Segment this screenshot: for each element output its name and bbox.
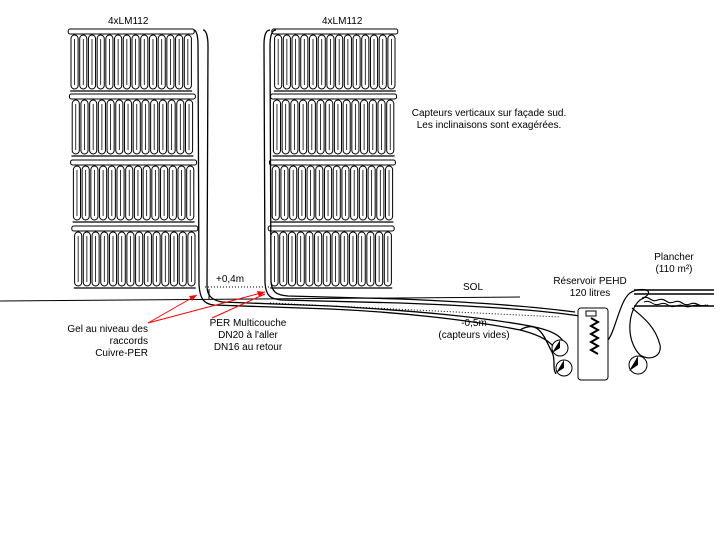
reservoir-label-line-1: Réservoir PEHD: [553, 276, 627, 287]
reservoir-tank: [577, 307, 609, 381]
pump-3: [628, 355, 648, 375]
collector-panel-right-2: [270, 93, 398, 157]
heated-floor-slab: [634, 289, 714, 308]
collector-panel-right-4: [267, 225, 395, 289]
supply-pipe-right: [263, 29, 581, 317]
collector-panel-left-3: [70, 159, 198, 223]
pump-1: [551, 339, 569, 357]
floor-label-line-2: (110 m²): [655, 264, 693, 275]
pipe-label-line-1: PER Multicouche: [209, 318, 287, 329]
reservoir-label: Réservoir PEHD 120 litres: [542, 276, 638, 300]
collector-panel-left-4: [71, 225, 199, 289]
floor-label: Plancher (110 m²): [646, 252, 702, 276]
pump-2: [555, 359, 573, 377]
collector-panel-left-1: [67, 28, 195, 92]
collector-array-left: [67, 28, 199, 289]
array-right-label: 4xLM112: [322, 16, 363, 27]
floor-circuit-pipe: [607, 288, 661, 359]
height-offset-label: +0,4m: [216, 274, 245, 285]
collector-note: Capteurs verticaux sur façade sud. Les i…: [406, 108, 572, 132]
ground-line: [0, 296, 521, 302]
return-pipe-right: [269, 29, 576, 313]
pipe-label-line-3: DN16 au retour: [213, 342, 283, 353]
reservoir-label-line-2: 120 litres: [569, 288, 611, 299]
gel-pointers: [147, 291, 266, 324]
pipe-label: PER Multicouche DN20 à l'aller DN16 au r…: [196, 318, 300, 354]
gel-label-line-1: Gel au niveau des: [67, 324, 148, 335]
depth-label-line-2: (capteurs vides): [438, 330, 510, 341]
ground-label: SOL: [463, 282, 484, 293]
gel-label-line-3: Cuivre-PER: [95, 348, 148, 359]
depth-label: -0,5m (capteurs vides): [418, 318, 530, 342]
return-pipe: [202, 29, 567, 351]
collector-array-right: [267, 28, 399, 289]
floor-label-line-1: Plancher: [654, 252, 694, 263]
supply-pipe: [193, 29, 561, 357]
collector-panel-right-1: [271, 28, 399, 92]
pipe-label-line-2: DN20 à l'aller: [218, 330, 278, 341]
collector-note-line-1: Capteurs verticaux sur façade sud.: [411, 108, 567, 119]
gel-label: Gel au niveau des raccords Cuivre-PER: [56, 324, 148, 360]
collector-panel-right-3: [268, 159, 396, 223]
array-left-label: 4xLM112: [108, 16, 149, 27]
depth-label-line-1: -0,5m: [461, 318, 487, 329]
collector-note-line-2: Les inclinaisons sont exagérées.: [416, 120, 562, 131]
collector-panel-left-2: [68, 93, 196, 157]
pipe-loop: [519, 326, 557, 375]
gel-label-line-2: raccords: [109, 336, 148, 347]
